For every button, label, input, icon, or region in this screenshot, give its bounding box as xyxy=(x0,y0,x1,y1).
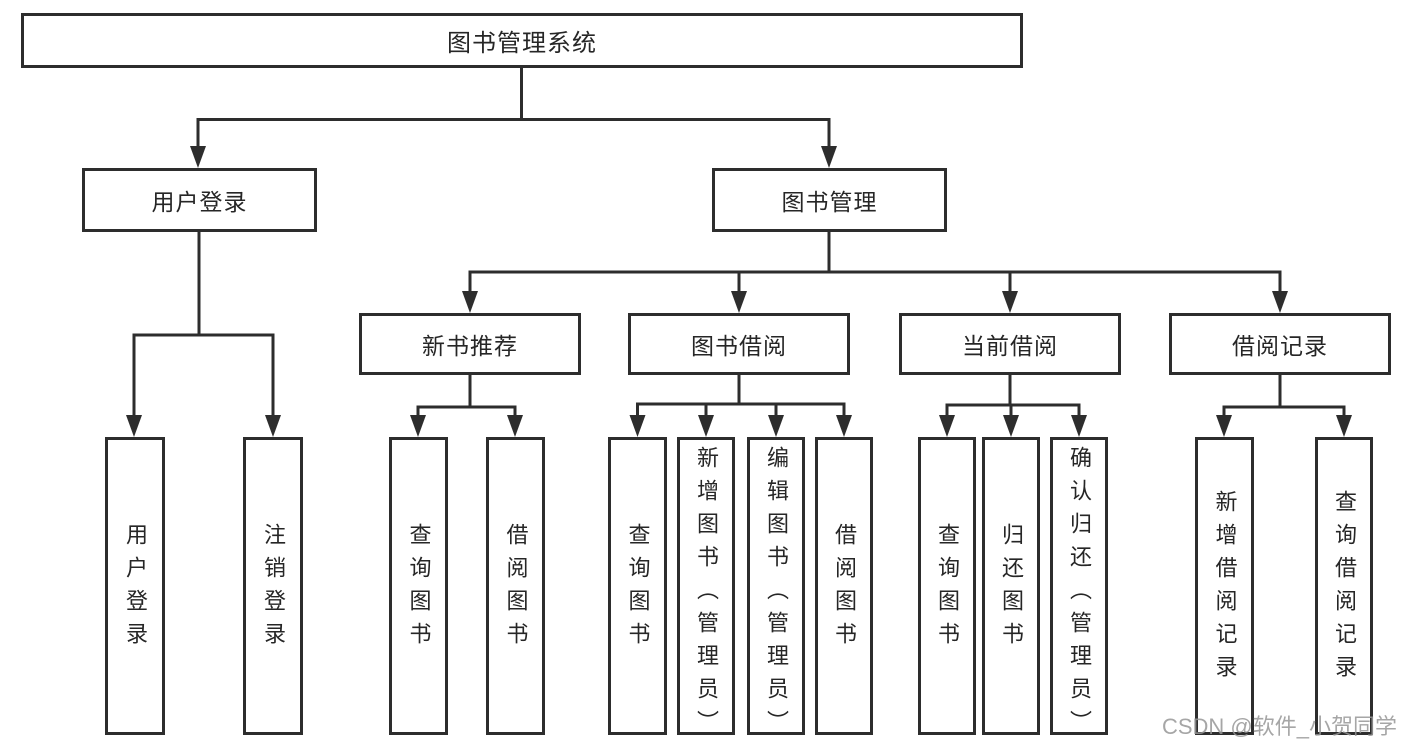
leaf-edit-book-admin: 编辑图书（管理员） xyxy=(747,437,805,743)
leaf-user-login-label: 用户登录 xyxy=(123,523,148,655)
leaf-user-login: 用户登录 xyxy=(105,437,165,735)
node-current-borrow-label: 当前借阅 xyxy=(962,333,1058,359)
leaf-confirm-return-admin-label: 确认归还（管理员） xyxy=(1067,446,1092,743)
node-book-borrow-label: 图书借阅 xyxy=(691,333,787,359)
node-borrow-records: 借阅记录 xyxy=(1169,313,1391,375)
leaf-query-borrow-record-label: 查询借阅记录 xyxy=(1332,490,1357,688)
arrowheads xyxy=(126,146,1352,437)
leaf-edit-book-admin-label: 编辑图书（管理员） xyxy=(764,446,789,743)
leaf-add-book-admin: 新增图书（管理员） xyxy=(677,437,735,743)
leaf-borrow-books-borrow-label: 借阅图书 xyxy=(832,523,857,655)
leaf-query-books-borrow: 查询图书 xyxy=(608,437,667,735)
leaf-query-books-current-label: 查询图书 xyxy=(935,523,960,655)
leaf-query-books-borrow-label: 查询图书 xyxy=(625,523,651,655)
node-root: 图书管理系统 xyxy=(21,13,1023,68)
leaf-logout: 注销登录 xyxy=(243,437,303,735)
leaf-add-book-admin-label: 新增图书（管理员） xyxy=(694,446,719,743)
leaf-add-borrow-record: 新增借阅记录 xyxy=(1195,437,1254,735)
node-book-management: 图书管理 xyxy=(712,168,947,232)
leaf-query-books-recommend: 查询图书 xyxy=(389,437,448,735)
node-new-book-recommend: 新书推荐 xyxy=(359,313,581,375)
leaf-query-books-recommend-label: 查询图书 xyxy=(406,523,432,655)
node-new-book-recommend-label: 新书推荐 xyxy=(422,333,518,359)
leaf-borrow-books-borrow: 借阅图书 xyxy=(815,437,873,735)
leaf-add-borrow-record-label: 新增借阅记录 xyxy=(1212,490,1238,688)
leaf-borrow-books-recommend: 借阅图书 xyxy=(486,437,545,735)
node-book-management-label: 图书管理 xyxy=(781,189,878,215)
node-book-borrow: 图书借阅 xyxy=(628,313,850,375)
node-borrow-records-label: 借阅记录 xyxy=(1232,333,1328,359)
leaf-query-borrow-record: 查询借阅记录 xyxy=(1315,437,1373,735)
node-user-login: 用户登录 xyxy=(82,168,317,232)
node-current-borrow: 当前借阅 xyxy=(899,313,1121,375)
leaf-return-book-label: 归还图书 xyxy=(999,523,1024,655)
leaf-logout-label: 注销登录 xyxy=(261,523,286,655)
csdn-watermark: CSDN @软件_小贺同学 xyxy=(1161,714,1397,739)
leaf-return-book: 归还图书 xyxy=(982,437,1040,735)
node-user-login-label: 用户登录 xyxy=(151,189,248,215)
leaf-query-books-current: 查询图书 xyxy=(918,437,976,735)
leaf-borrow-books-recommend-label: 借阅图书 xyxy=(503,523,529,655)
leaf-confirm-return-admin: 确认归还（管理员） xyxy=(1050,437,1108,743)
node-root-label: 图书管理系统 xyxy=(447,30,597,57)
